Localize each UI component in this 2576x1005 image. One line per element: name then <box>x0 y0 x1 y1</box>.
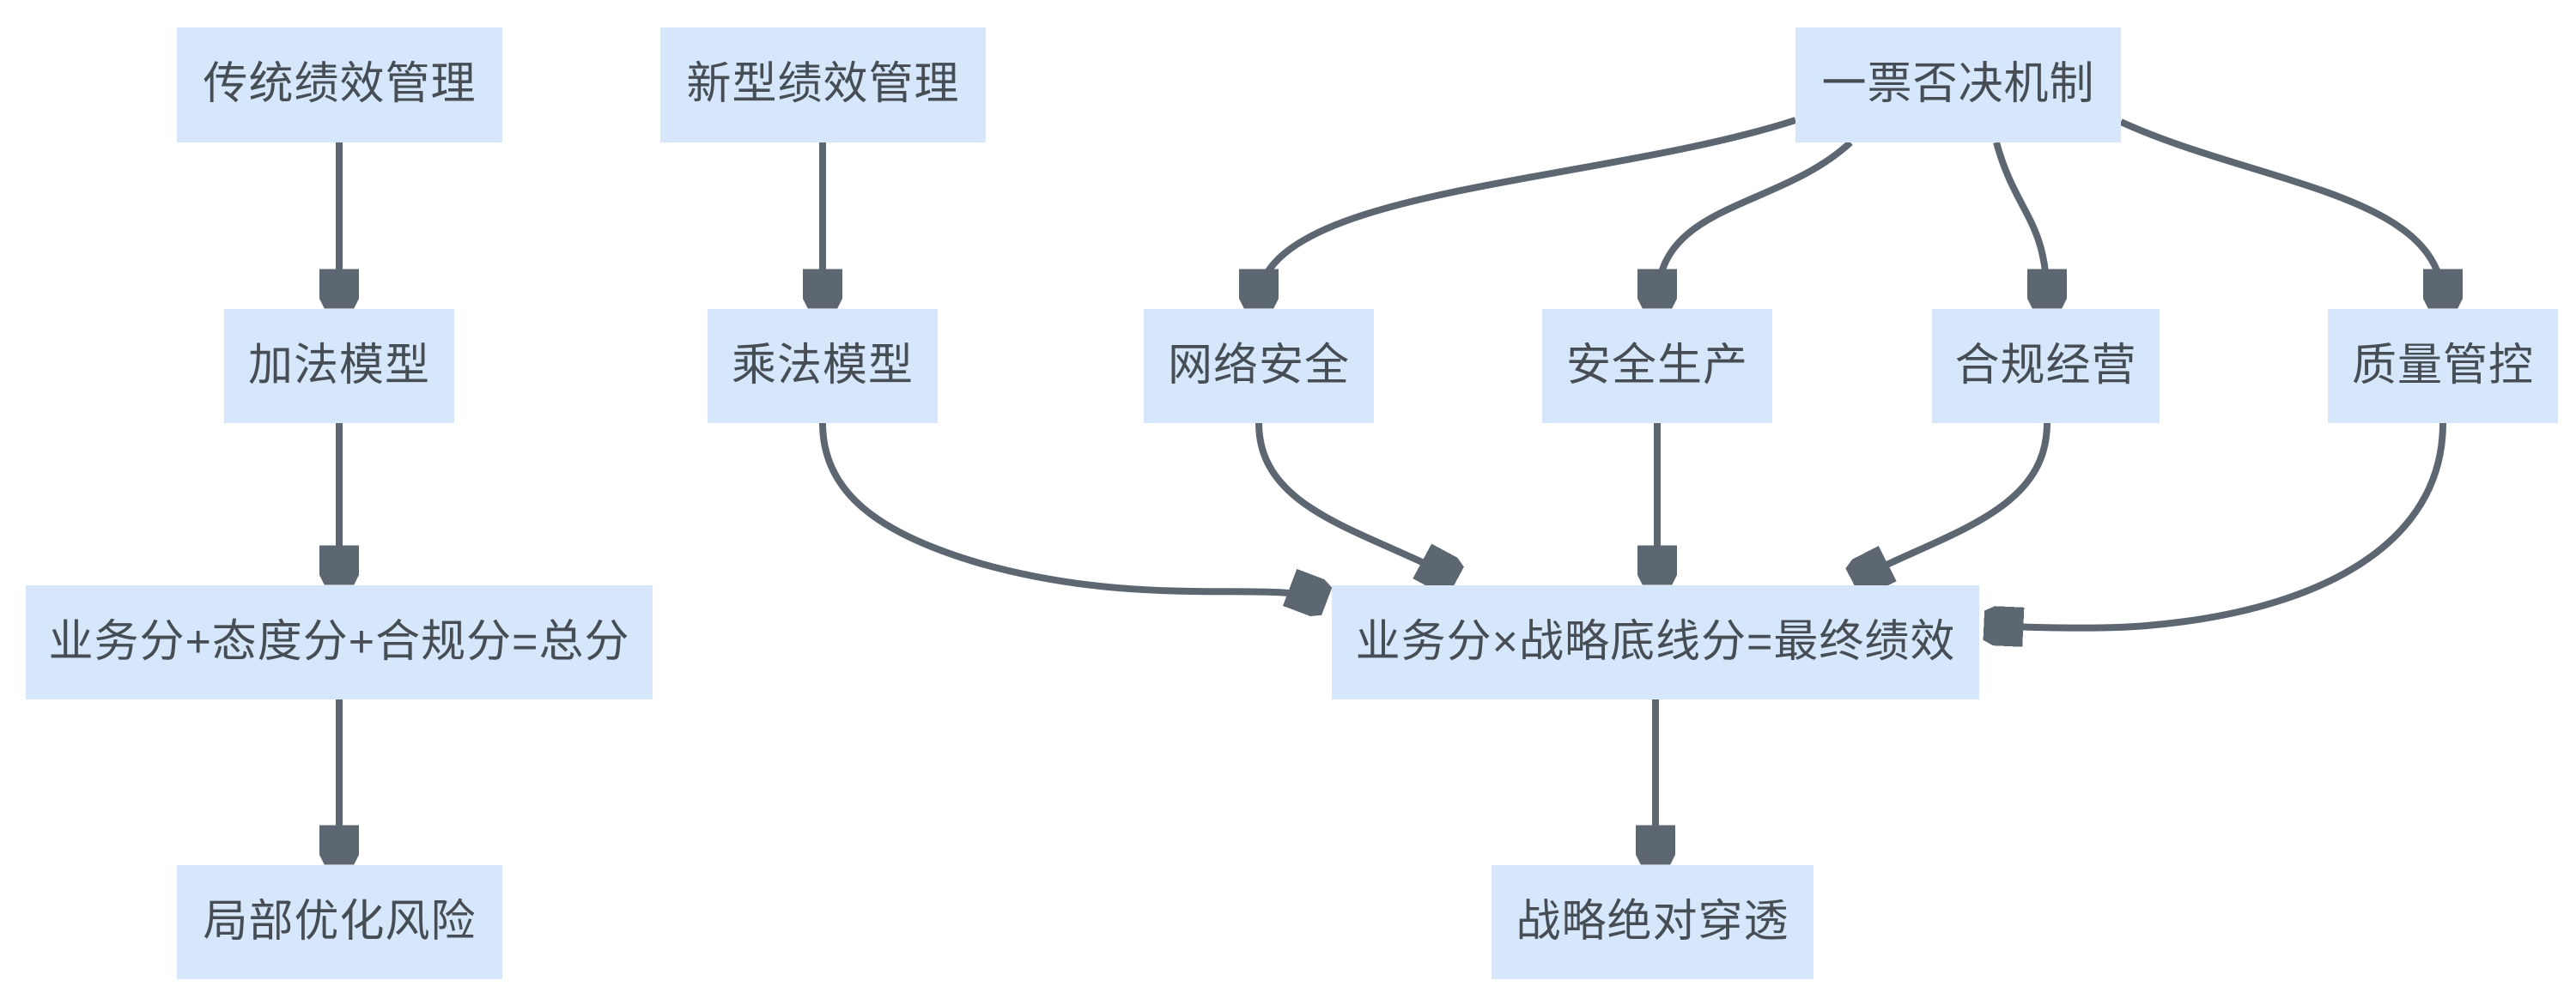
node-traditional-performance: 传统绩效管理 <box>177 27 502 142</box>
edge-veto-to-production-safety <box>1657 140 1853 302</box>
node-quality-control: 质量管控 <box>2328 309 2558 423</box>
node-production-safety: 安全生产 <box>1542 309 1772 423</box>
edge-network-security-to-final-formula <box>1255 422 1451 577</box>
node-compliance-operation: 合规经营 <box>1932 309 2160 423</box>
node-one-vote-veto: 一票否决机制 <box>1795 27 2121 142</box>
node-additive-model: 加法模型 <box>224 309 454 423</box>
edge-quality-to-final-formula <box>1990 422 2446 628</box>
node-final-formula: 业务分×战略底线分=最终绩效 <box>1332 585 1979 699</box>
edge-veto-to-quality <box>2119 118 2443 302</box>
node-local-optimization-risk: 局部优化风险 <box>177 865 502 979</box>
edge-veto-to-network-security <box>1259 117 1797 302</box>
edge-veto-to-compliance <box>1993 141 2047 302</box>
node-sum-formula: 业务分+态度分+合规分=总分 <box>26 585 653 699</box>
node-new-performance: 新型绩效管理 <box>660 27 986 142</box>
node-multiplicative-model: 乘法模型 <box>708 309 938 423</box>
node-network-security: 网络安全 <box>1144 309 1374 423</box>
edge-multiplicative-to-final-formula <box>819 422 1321 599</box>
edge-compliance-to-final-formula <box>1858 422 2050 578</box>
node-strategic-penetration: 战略绝对穿透 <box>1492 865 1814 979</box>
